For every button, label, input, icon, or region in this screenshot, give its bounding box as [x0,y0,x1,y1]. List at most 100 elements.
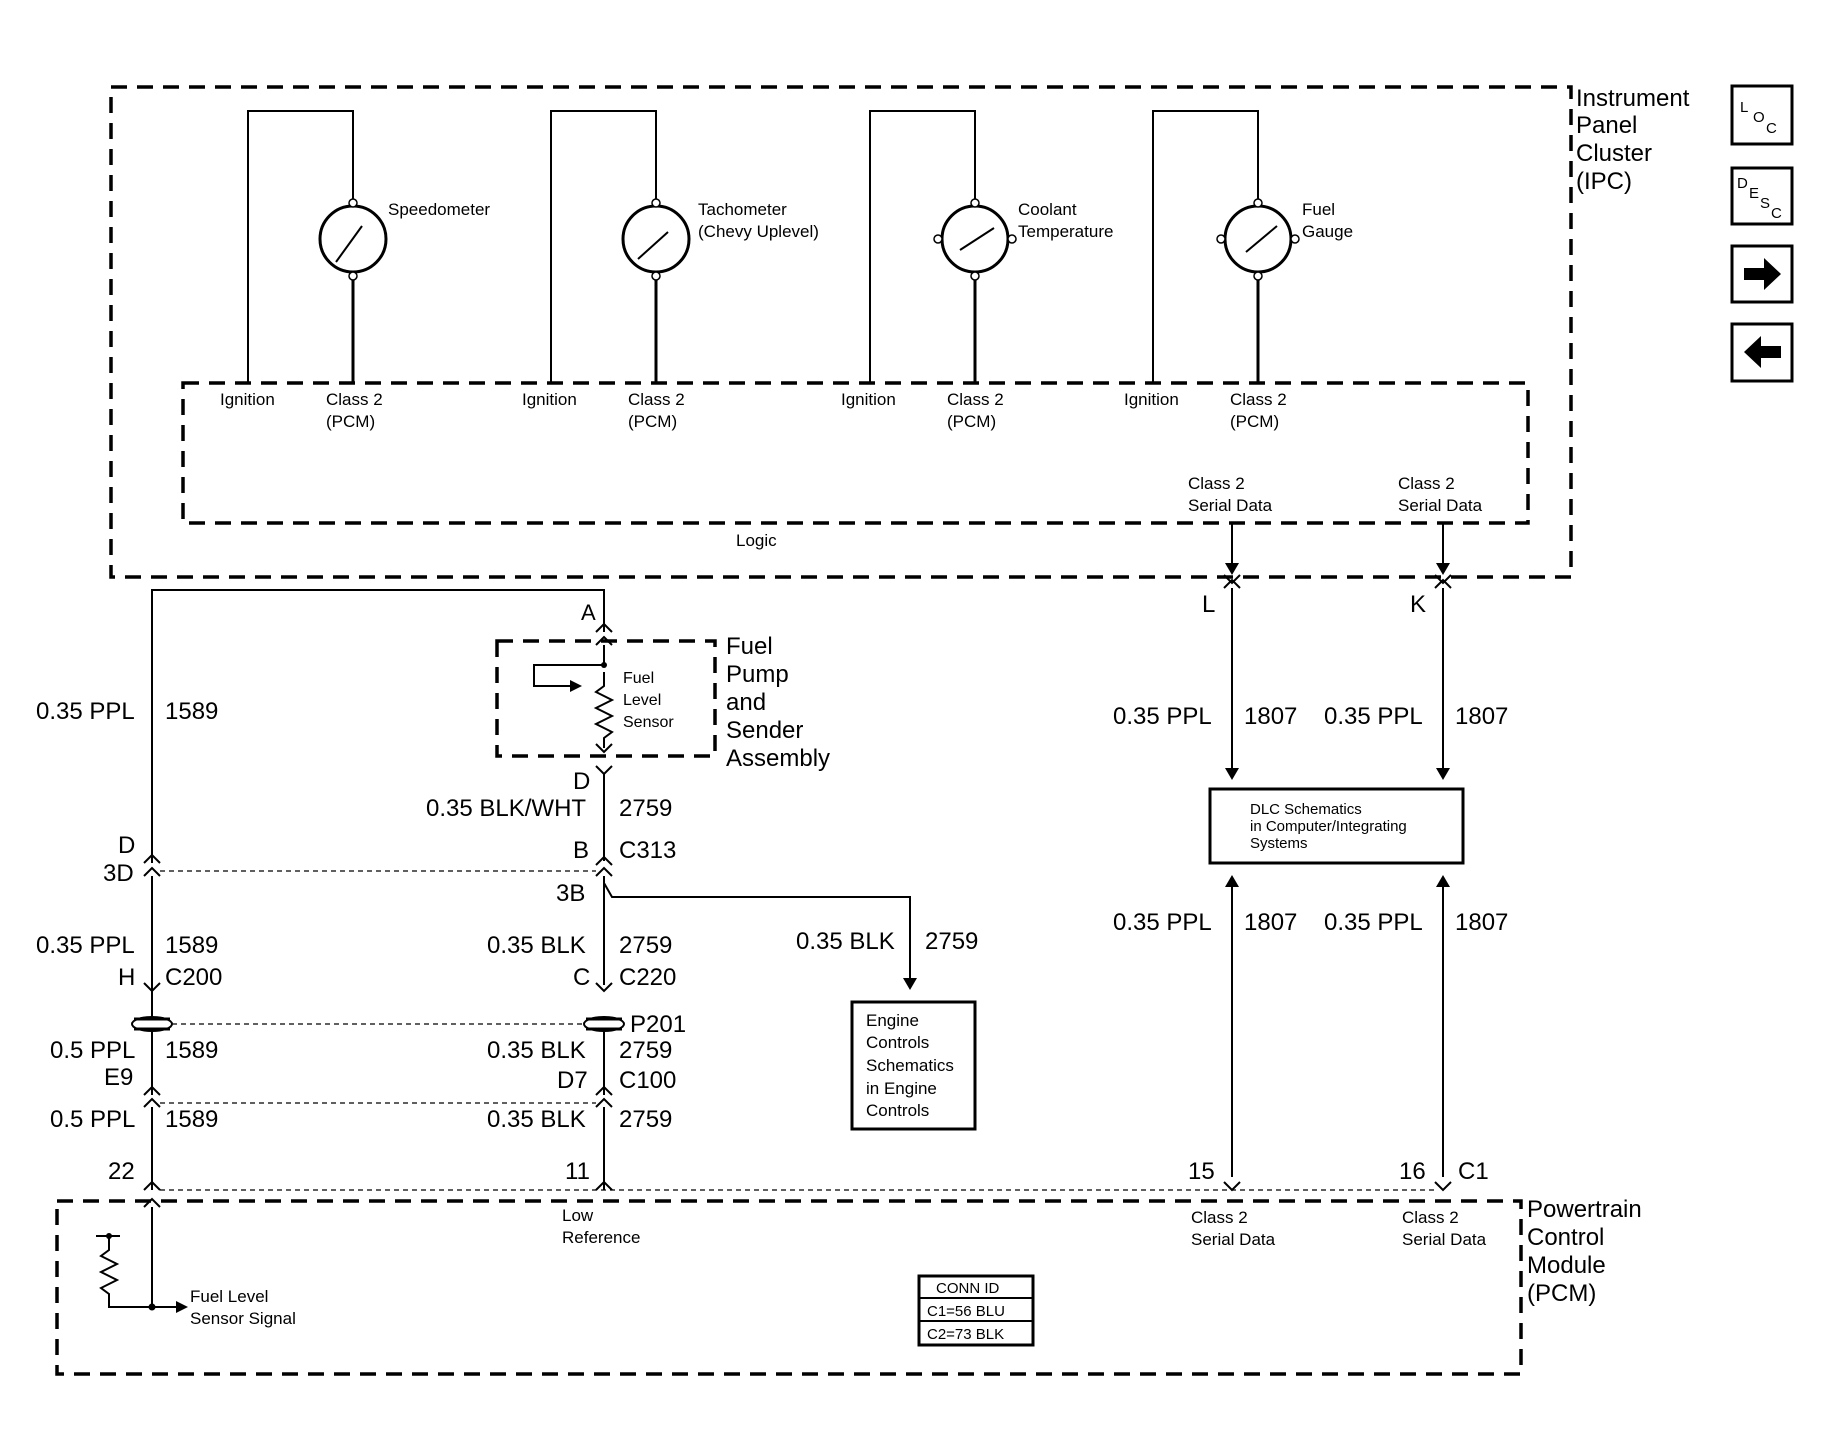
wire-left-4-circuit: 1589 [165,1106,218,1133]
ipc-pin-k: K [1410,591,1426,618]
ipc-pin-l: L [1202,591,1215,618]
conn-id-table: CONN ID C1=56 BLU C2=73 BLK [917,1274,1035,1347]
svg-text:Ignition: Ignition [1124,390,1179,409]
pcm-serial-data-16: Class 2 Serial Data [1402,1208,1487,1249]
fuel-pump-pin-d: D [573,768,590,795]
wire-left-3-circuit: 1589 [165,1037,218,1064]
svg-text:Class 2: Class 2 [326,390,383,409]
svg-text:Class 2: Class 2 [1191,1208,1248,1227]
wire-left-2-gauge: 0.35 PPL [36,932,135,959]
wire-mid-4-gauge: 0.35 BLK [487,1106,586,1133]
prev-button[interactable] [1730,322,1794,383]
wire-mid-4-circuit: 2759 [619,1106,672,1133]
ipc-logic-boundary [181,381,1530,525]
svg-text:D: D [1737,175,1748,192]
svg-text:(PCM): (PCM) [1230,412,1279,431]
wire-branch-gauge: 0.35 BLK [796,928,895,955]
svg-text:Fuel: Fuel [1302,200,1335,219]
svg-text:Fuel: Fuel [726,633,773,660]
svg-text:Gauge: Gauge [1302,222,1353,241]
arrow-left-icon [1744,336,1781,368]
ipc-boundary [109,85,1573,579]
svg-text:E: E [1749,185,1759,202]
p201-right-connector: P201 [583,1011,686,1038]
c100-pin-d7: D7 [557,1067,588,1094]
svg-text:Serial Data: Serial Data [1191,1230,1276,1249]
svg-text:Low: Low [562,1206,594,1225]
svg-text:Fuel Level: Fuel Level [190,1287,268,1306]
wire-branch-circuit: 2759 [925,928,978,955]
fuel-pump-title: Fuel Pump and Sender Assembly [726,633,830,772]
wire-left-4-gauge: 0.5 PPL [50,1106,135,1133]
pcm-low-reference: Low Reference [562,1206,640,1247]
svg-text:Serial Data: Serial Data [1398,496,1483,515]
svg-text:(PCM): (PCM) [947,412,996,431]
svg-text:S: S [1760,195,1770,212]
svg-text:Instrument: Instrument [1576,85,1690,112]
ipc-serial-data-k: Class 2 Serial Data [1398,474,1483,515]
fuel-gauge-icon [1223,204,1293,274]
pcm-boundary [55,1199,1523,1376]
wire-dlc-top-l-circuit: 1807 [1244,703,1297,730]
c200-pin-h: H [118,964,135,991]
svg-text:Reference: Reference [562,1228,640,1247]
pcm-fuel-level-circuit: Fuel Level Sensor Signal [96,1197,296,1328]
c313-left-connector: D 3D [103,832,161,887]
wire-dlc-top-k-gauge: 0.35 PPL [1324,703,1423,730]
svg-text:in Engine: in Engine [866,1079,937,1098]
arrow-right-icon [1744,258,1781,290]
svg-text:Ignition: Ignition [220,390,275,409]
pcm-connector-c1: C1 [1458,1158,1489,1185]
fuel-gauge: Fuel Gauge Ignition Class 2 (PCM) [1124,110,1353,431]
svg-text:Class 2: Class 2 [628,390,685,409]
wire-mid-2-circuit: 2759 [619,932,672,959]
wire-dlc-bot-l-gauge: 0.35 PPL [1113,909,1212,936]
svg-text:Class 2: Class 2 [1398,474,1455,493]
svg-text:D: D [118,832,135,859]
svg-text:Sensor Signal: Sensor Signal [190,1309,296,1328]
svg-text:Schematics: Schematics [866,1056,954,1075]
next-button[interactable] [1730,244,1794,304]
desc-button[interactable]: D E S C [1730,166,1794,226]
loc-button[interactable]: L O C [1730,84,1794,146]
tachometer-icon [621,204,691,274]
fuel-level-sensor: Fuel Level Sensor [533,612,674,754]
svg-text:Sensor: Sensor [623,714,674,731]
svg-text:Tachometer: Tachometer [698,200,787,219]
svg-text:(PCM): (PCM) [326,412,375,431]
speedometer-gauge: Speedometer Ignition Class 2 (PCM) [220,110,490,431]
svg-text:Systems: Systems [1250,835,1308,852]
svg-text:CONN ID: CONN ID [936,1280,1000,1297]
svg-text:Ignition: Ignition [841,390,896,409]
pcm-serial-data-15: Class 2 Serial Data [1191,1208,1276,1249]
svg-text:Class 2: Class 2 [947,390,1004,409]
svg-text:Assembly: Assembly [726,745,830,772]
svg-text:3B: 3B [556,880,585,907]
engine-controls-box[interactable]: Engine Controls Schematics in Engine Con… [850,1000,977,1131]
svg-text:DLC Schematics: DLC Schematics [1250,801,1362,818]
svg-text:Temperature: Temperature [1018,222,1113,241]
svg-text:C: C [1771,205,1782,222]
svg-text:C2=73 BLK: C2=73 BLK [927,1326,1004,1343]
svg-text:Module: Module [1527,1252,1606,1279]
wire-left-1-gauge: 0.35 PPL [36,698,135,725]
wire-left-3-gauge: 0.5 PPL [50,1037,135,1064]
svg-text:in Computer/Integrating: in Computer/Integrating [1250,818,1407,835]
wire-dlc-bot-l-circuit: 1807 [1244,909,1297,936]
svg-text:3D: 3D [103,860,134,887]
pcm-pin-15: 15 [1188,1158,1215,1185]
pcm-pin-22: 22 [108,1158,135,1185]
wire-dlc-top-k-circuit: 1807 [1455,703,1508,730]
pcm-pin-16: 16 [1399,1158,1426,1185]
fuel-pump-pin-a: A [581,600,596,625]
wire-left-2-circuit: 1589 [165,932,218,959]
svg-text:C313: C313 [619,837,676,864]
svg-text:Fuel: Fuel [623,670,654,687]
pcm-title: Powertrain Control Module (PCM) [1527,1196,1642,1307]
dlc-schematics-box[interactable]: DLC Schematics in Computer/Integrating S… [1208,787,1465,865]
svg-text:Level: Level [623,692,661,709]
svg-text:Engine: Engine [866,1011,919,1030]
svg-text:(Chevy Uplevel): (Chevy Uplevel) [698,222,819,241]
svg-text:C: C [1766,120,1777,137]
